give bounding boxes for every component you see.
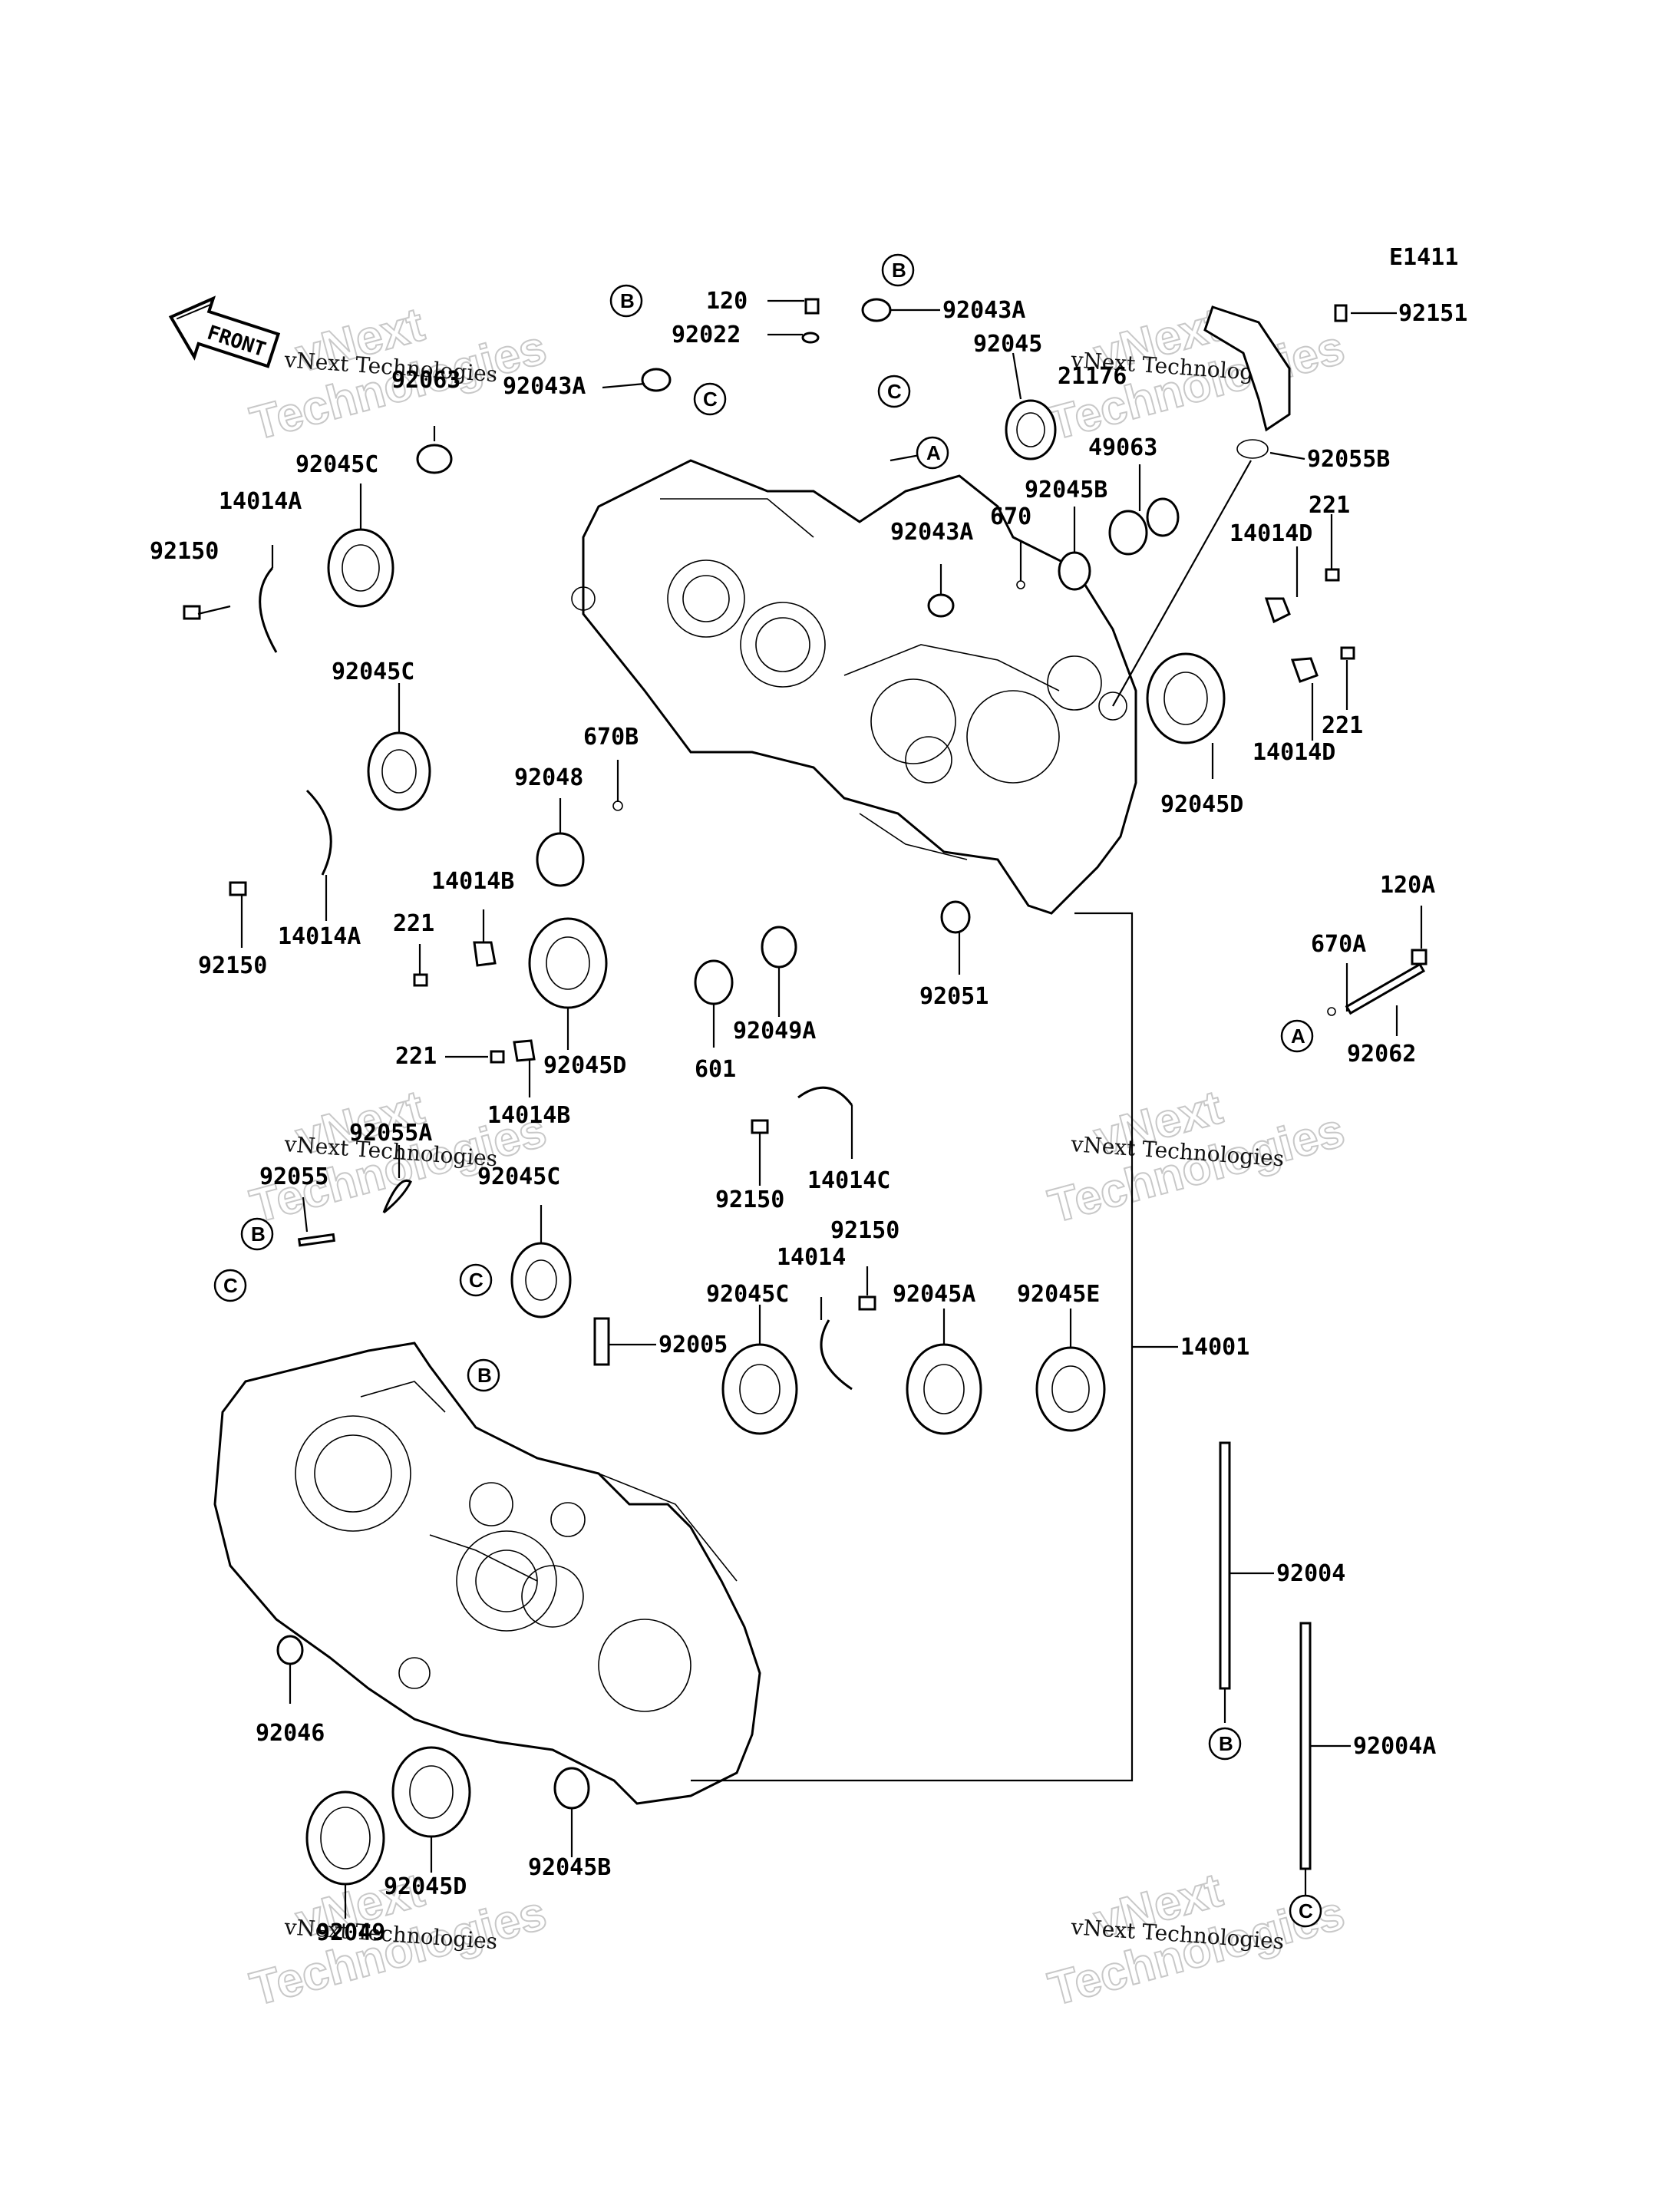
part-label: 92045C bbox=[295, 451, 378, 478]
svg-text:B: B bbox=[620, 289, 635, 312]
callout-a: A bbox=[1280, 1019, 1314, 1053]
upper-crankcase-half bbox=[571, 459, 1137, 915]
part-label: 670B bbox=[583, 724, 639, 751]
part-label: 92045D bbox=[1160, 791, 1243, 818]
svg-text:B: B bbox=[892, 259, 906, 282]
svg-text:C: C bbox=[1299, 1899, 1313, 1922]
part-label: 221 bbox=[1309, 492, 1350, 519]
part-label: 92004 bbox=[1276, 1560, 1345, 1587]
part-label: 92045D bbox=[543, 1052, 626, 1079]
callout-a: A bbox=[916, 436, 949, 470]
part-label: 92150 bbox=[198, 952, 267, 979]
callout-b: B bbox=[609, 284, 643, 318]
part-label: 49063 bbox=[1088, 434, 1157, 461]
part-label: 92043A bbox=[503, 373, 586, 400]
svg-text:A: A bbox=[1291, 1025, 1305, 1048]
callout-c: C bbox=[1289, 1894, 1322, 1928]
callout-b: B bbox=[467, 1358, 500, 1392]
svg-text:B: B bbox=[477, 1364, 492, 1387]
svg-text:B: B bbox=[1219, 1732, 1233, 1755]
part-label: 92062 bbox=[1347, 1041, 1416, 1068]
diagram-code: E1411 bbox=[1389, 244, 1458, 271]
part-label: 221 bbox=[1322, 712, 1363, 739]
part-label: 92045C bbox=[332, 658, 414, 685]
part-label: 92055 bbox=[259, 1163, 328, 1190]
part-label: 92048 bbox=[514, 764, 583, 791]
part-label: 92049 bbox=[316, 1919, 385, 1946]
part-label: 670 bbox=[990, 503, 1031, 530]
part-label: 92004A bbox=[1353, 1733, 1436, 1760]
part-label: 92045 bbox=[973, 331, 1042, 358]
part-label: 14014D bbox=[1229, 520, 1312, 547]
part-label: 92063 bbox=[391, 367, 460, 394]
part-label: 14014B bbox=[487, 1102, 570, 1129]
svg-text:C: C bbox=[223, 1274, 238, 1297]
part-label: 92045B bbox=[1025, 477, 1107, 503]
callout-c: C bbox=[693, 382, 727, 416]
part-label: 92043A bbox=[890, 519, 973, 546]
part-label: 92045E bbox=[1017, 1281, 1100, 1308]
svg-text:A: A bbox=[926, 441, 941, 464]
svg-text:C: C bbox=[469, 1269, 484, 1292]
part-label: 92045C bbox=[706, 1281, 789, 1308]
callout-b: B bbox=[240, 1217, 274, 1251]
part-label: 14014D bbox=[1253, 739, 1335, 766]
part-label: 92150 bbox=[830, 1217, 899, 1244]
leader-lines bbox=[197, 299, 1423, 1919]
callout-c: C bbox=[213, 1269, 247, 1302]
part-label: 92045C bbox=[477, 1163, 560, 1190]
svg-text:C: C bbox=[703, 388, 718, 411]
part-label: 92045B bbox=[528, 1854, 611, 1881]
part-label: 14014C bbox=[807, 1167, 890, 1194]
callout-c: C bbox=[459, 1263, 493, 1297]
part-label: 14001 bbox=[1180, 1334, 1249, 1361]
part-label: 92022 bbox=[672, 322, 741, 348]
part-label: 92055A bbox=[349, 1120, 432, 1147]
part-label: 14014A bbox=[278, 923, 361, 950]
part-label: 92043A bbox=[942, 297, 1025, 324]
svg-text:B: B bbox=[251, 1223, 266, 1246]
part-label: 92045D bbox=[384, 1873, 467, 1900]
part-label: 601 bbox=[695, 1056, 736, 1083]
callout-c: C bbox=[877, 375, 911, 408]
part-label: 14014B bbox=[431, 868, 514, 895]
part-label: 221 bbox=[395, 1043, 437, 1070]
part-label: 120A bbox=[1380, 872, 1435, 899]
svg-text:C: C bbox=[887, 380, 902, 403]
part-label: 92049A bbox=[733, 1018, 816, 1045]
front-arrow-icon: FRONT bbox=[168, 295, 281, 368]
part-label: 14014A bbox=[219, 488, 302, 515]
part-labels: 120 92022 92043A 92043A 92045 92151 2117… bbox=[150, 288, 1467, 1946]
part-label: 92150 bbox=[150, 538, 219, 565]
part-label: 92045A bbox=[893, 1281, 975, 1308]
callout-b: B bbox=[881, 253, 915, 287]
part-label: 92051 bbox=[919, 983, 989, 1010]
part-label: 21176 bbox=[1058, 363, 1127, 390]
part-label: 92151 bbox=[1398, 300, 1467, 327]
part-label: 92046 bbox=[256, 1720, 325, 1747]
part-label: 92005 bbox=[658, 1332, 728, 1358]
lower-crankcase-half bbox=[213, 1342, 761, 1805]
part-label: 14014 bbox=[777, 1244, 846, 1271]
callout-b: B bbox=[1208, 1727, 1242, 1761]
part-label: 221 bbox=[393, 910, 434, 937]
part-label: 92055B bbox=[1307, 446, 1390, 473]
part-label: 92150 bbox=[715, 1186, 784, 1213]
part-label: 670A bbox=[1311, 931, 1366, 958]
part-label: 120 bbox=[706, 288, 748, 315]
callouts: B B C C A A B C C B B C bbox=[213, 253, 1322, 1928]
